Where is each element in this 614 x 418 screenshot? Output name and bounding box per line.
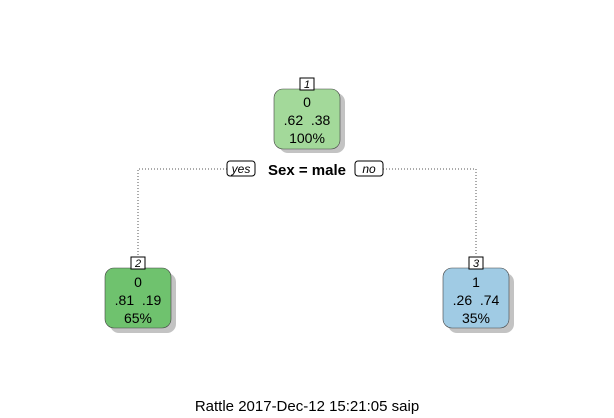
node-class: 0: [303, 94, 311, 110]
edge-no: [383, 168, 477, 256]
yes-label: yes: [231, 162, 251, 176]
no-label-box: [354, 160, 384, 177]
no-label: no: [362, 162, 376, 176]
node-number-box: [468, 256, 484, 270]
tree-node-1: 1 0 .62 .38 100%: [273, 77, 345, 153]
tree-node-2: 2 0 .81 .19 65%: [104, 256, 176, 333]
node-percent: 35%: [462, 310, 490, 326]
tree-node-3: 3 1 .26 .74 35%: [442, 256, 514, 333]
split-labels: yes Sex = male no: [226, 160, 384, 179]
node-number: 2: [134, 258, 141, 270]
node-class: 0: [134, 274, 142, 290]
node-probabilities: .26 .74: [453, 292, 500, 308]
node-class: 1: [472, 274, 480, 290]
footer-caption: Rattle 2017-Dec-12 15:21:05 saip: [194, 398, 420, 415]
node-probabilities: .81 .19: [115, 292, 162, 308]
node-probabilities: .62 .38: [284, 112, 331, 128]
tree-edges: [137, 168, 477, 256]
node-number-box: [299, 77, 315, 91]
node-percent: 65%: [124, 310, 152, 326]
node-percent: 100%: [289, 130, 325, 146]
edge-yes: [137, 168, 227, 256]
node-number-box: [130, 256, 146, 270]
split-condition: Sex = male: [268, 162, 346, 179]
yes-label-box: [226, 160, 256, 177]
node-number: 3: [473, 258, 480, 270]
node-number: 1: [304, 79, 310, 91]
